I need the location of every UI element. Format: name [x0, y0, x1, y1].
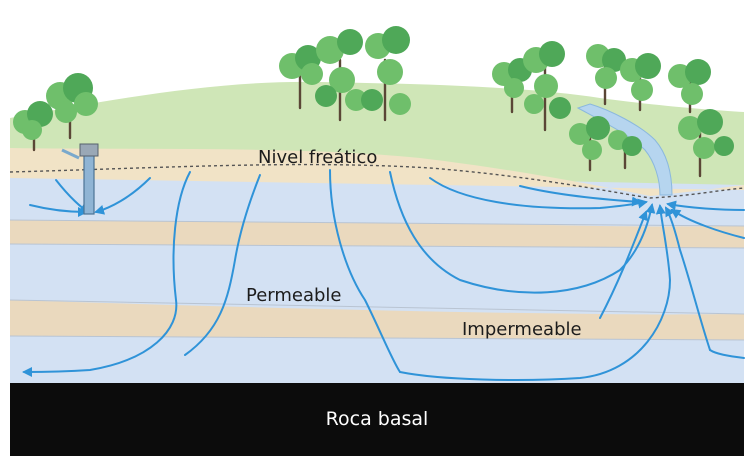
- flow-lines: [22, 169, 745, 381]
- tree-icon: [586, 44, 626, 106]
- tree-icon: [279, 45, 323, 110]
- well-icon: [61, 143, 99, 215]
- band-edge: [9, 219, 745, 227]
- tree-icon: [523, 41, 571, 132]
- bedrock-label: Roca basal: [326, 408, 429, 430]
- tree-icon: [668, 59, 711, 114]
- water-table-label: Nivel freático: [258, 147, 377, 168]
- permeable-label: Permeable: [246, 285, 342, 306]
- impermeable-band-lower: [10, 300, 744, 340]
- tree-icon: [13, 101, 53, 152]
- tree-icon: [315, 29, 367, 122]
- tree-icon: [569, 116, 610, 172]
- impermeable-label: Impermeable: [462, 319, 582, 340]
- tree-icon: [678, 109, 734, 178]
- band-edge: [9, 299, 745, 315]
- bedrock-layer: [10, 383, 744, 456]
- aquifer-body: [10, 168, 744, 383]
- band-edge: [9, 243, 745, 249]
- band-edge: [9, 335, 745, 341]
- tree-icon: [46, 73, 98, 140]
- tree-icon: [620, 53, 661, 112]
- impermeable-band-upper: [10, 220, 744, 248]
- water-table-line: [9, 163, 745, 199]
- tree-icon: [361, 26, 411, 122]
- unsaturated-zone: [10, 148, 744, 196]
- tree-icon: [608, 130, 642, 170]
